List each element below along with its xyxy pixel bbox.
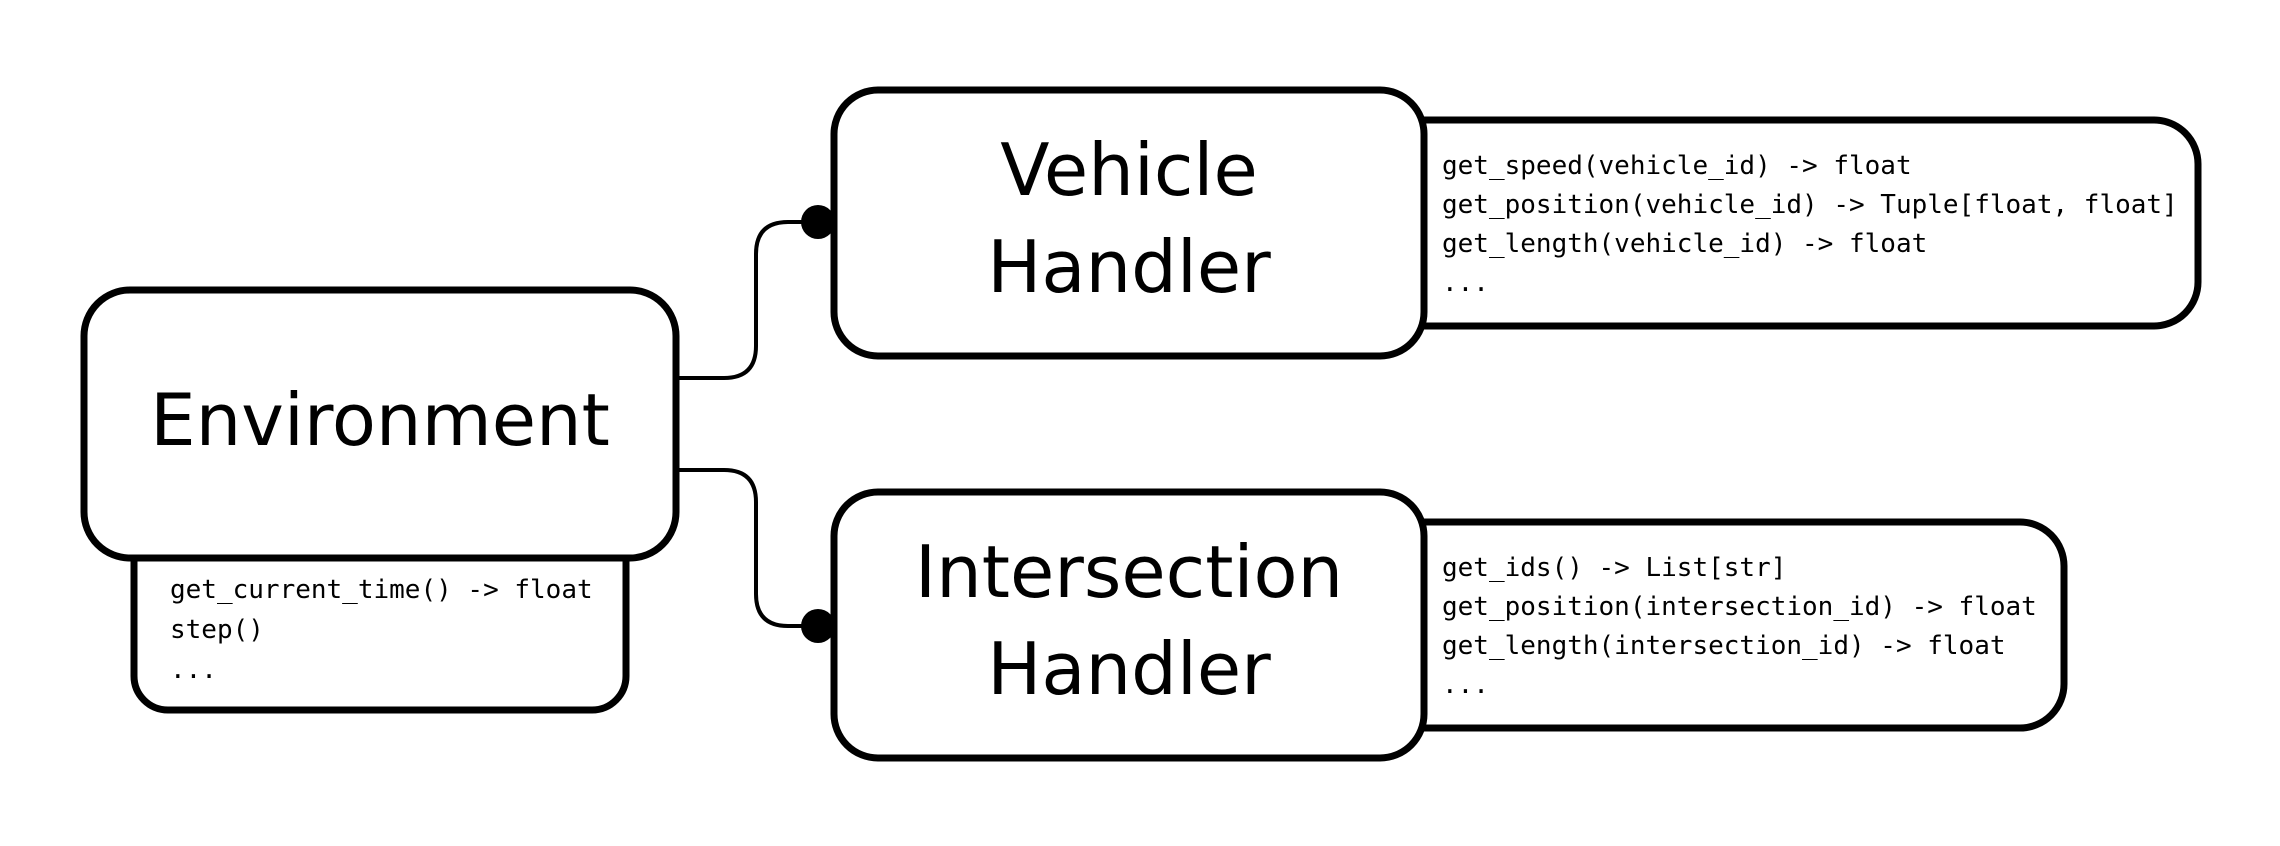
intersection-method-1: get_ids() -> List[str] xyxy=(1442,553,1786,583)
environment-title: Environment xyxy=(150,378,610,462)
environment-method-2: step() xyxy=(170,615,264,645)
environment-box xyxy=(80,286,680,562)
vehicle-method-2: get_position(vehicle_id) -> Tuple[float,… xyxy=(1442,190,2178,220)
intersection-handler-title-line-1: Intersection xyxy=(915,530,1343,614)
vehicle-handler-title-line-1: Vehicle xyxy=(1000,128,1257,212)
intersection-method-2: get_position(intersection_id) -> float xyxy=(1442,592,2037,622)
connector-dot-intersection xyxy=(801,609,835,643)
connector-environment-vehicle xyxy=(676,220,820,380)
intersection-method-4: ... xyxy=(1442,670,1489,700)
connector-dot-vehicle xyxy=(801,205,835,239)
environment-method-3: ... xyxy=(170,655,217,685)
intersection-method-3: get_length(intersection_id) -> float xyxy=(1442,631,2006,661)
vehicle-method-4: ... xyxy=(1442,268,1489,298)
connector-environment-intersection xyxy=(676,468,820,628)
intersection-handler-title-line-2: Handler xyxy=(987,627,1271,711)
environment-method-1: get_current_time() -> float xyxy=(170,575,593,605)
vehicle-handler-title-line-2: Handler xyxy=(987,225,1271,309)
vehicle-method-1: get_speed(vehicle_id) -> float xyxy=(1442,151,1912,181)
vehicle-method-3: get_length(vehicle_id) -> float xyxy=(1442,229,1927,259)
